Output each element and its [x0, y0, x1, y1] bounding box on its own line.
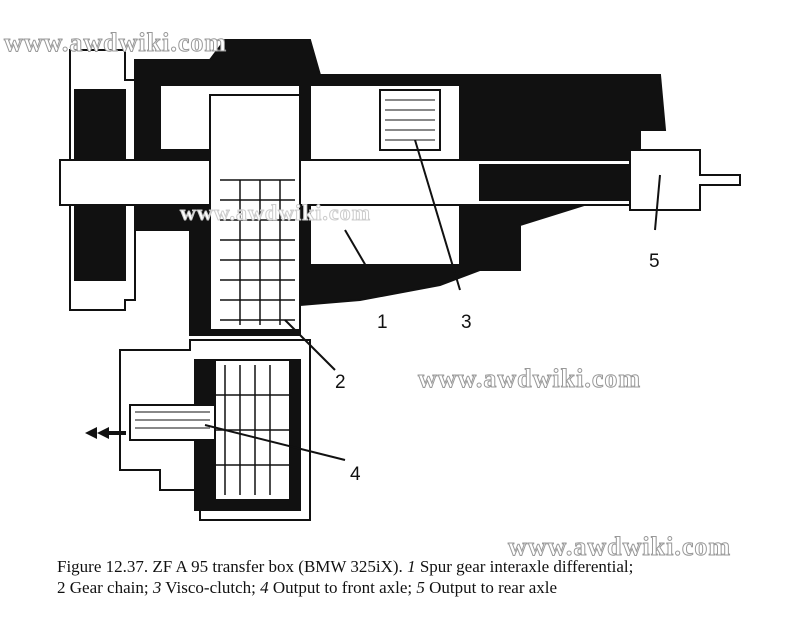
gear-chain-upper: [209, 94, 301, 331]
watermark: www.awdwiki.com: [417, 364, 642, 394]
watermark: www.awdwiki.com: [507, 532, 732, 562]
callout-2: 2: [335, 372, 346, 393]
figure-caption: Figure 12.37. ZF A 95 transfer box (BMW …: [57, 557, 634, 597]
front-output: [129, 404, 216, 441]
watermark: www.awdwiki.com: [179, 200, 372, 226]
transfer-box-cross-section: [59, 39, 741, 521]
watermark: www.awdwiki.com: [3, 28, 228, 58]
callout-4: 4: [350, 464, 361, 485]
double-arrow-left-icon: [85, 427, 126, 439]
callout-5: 5: [649, 251, 660, 272]
rear-output: [629, 149, 741, 211]
callout-1: 1: [377, 312, 388, 333]
callout-3: 3: [461, 312, 472, 333]
